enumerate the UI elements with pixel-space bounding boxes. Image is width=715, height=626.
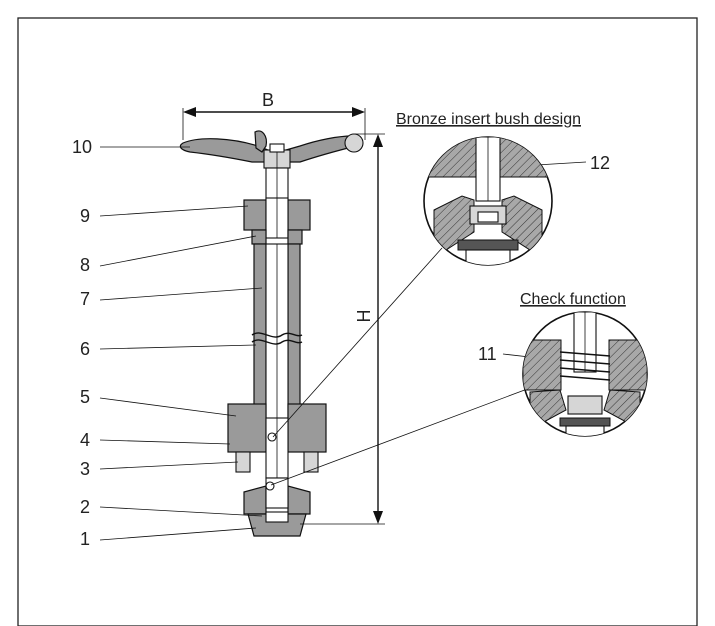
gland-assembly	[243, 197, 311, 245]
part-label-8: 8	[80, 255, 90, 275]
inset-check-caption: Check function	[520, 291, 626, 308]
part-label-10: 10	[72, 137, 92, 157]
bonnet-flange	[227, 403, 327, 479]
dimension-h: H	[300, 133, 385, 525]
part-label-3: 3	[80, 459, 90, 479]
valve-assembly	[179, 130, 364, 537]
part-label-7: 7	[80, 289, 90, 309]
handwheel	[179, 130, 364, 169]
inset-bronze-caption: Bronze insert bush design	[396, 111, 581, 128]
inset-connector-check	[270, 387, 531, 486]
part-label-4: 4	[80, 430, 90, 450]
part-label-6: 6	[80, 339, 90, 359]
extension-tube	[251, 243, 303, 421]
part-label-1: 1	[80, 529, 90, 549]
part-label-5: 5	[80, 387, 90, 407]
inset-connector-bronze	[272, 247, 443, 438]
part-labels: 10 9 8 7 6 5 4 3 2 1 12 11	[72, 137, 610, 549]
valve-body	[243, 432, 311, 537]
part-label-11: 11	[478, 344, 497, 364]
dimension-h-label: H	[354, 310, 374, 323]
inset-bronze-insert: Bronze insert bush design	[396, 111, 581, 266]
part-label-12: 12	[590, 153, 610, 173]
part-label-9: 9	[80, 206, 90, 226]
dimension-b: B	[182, 90, 366, 140]
dimension-b-label: B	[262, 90, 274, 110]
part-label-2: 2	[80, 497, 90, 517]
